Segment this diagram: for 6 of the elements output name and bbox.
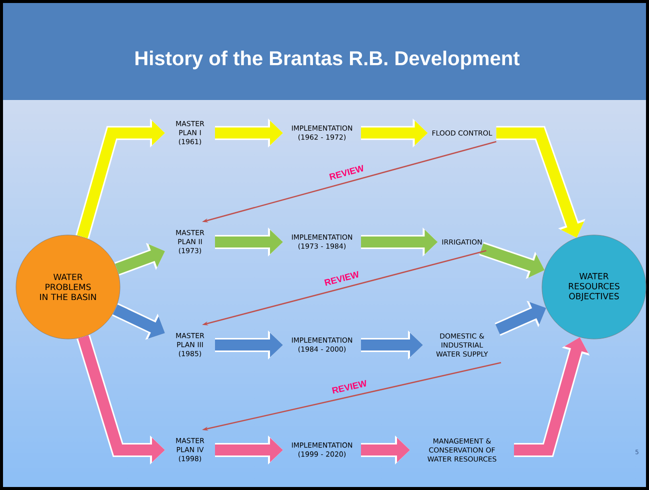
title: History of the Brantas R.B. Development [136,50,520,70]
edge-label: REVIEW [332,380,366,394]
edge-label: REVIEW [329,164,363,180]
edge-label: REVIEW [324,271,358,286]
circle-node: WATER RESOURCES OBJECTIVES [542,234,646,340]
circle-node: WATER PROBLEMS IN THE BASIN [16,234,120,340]
